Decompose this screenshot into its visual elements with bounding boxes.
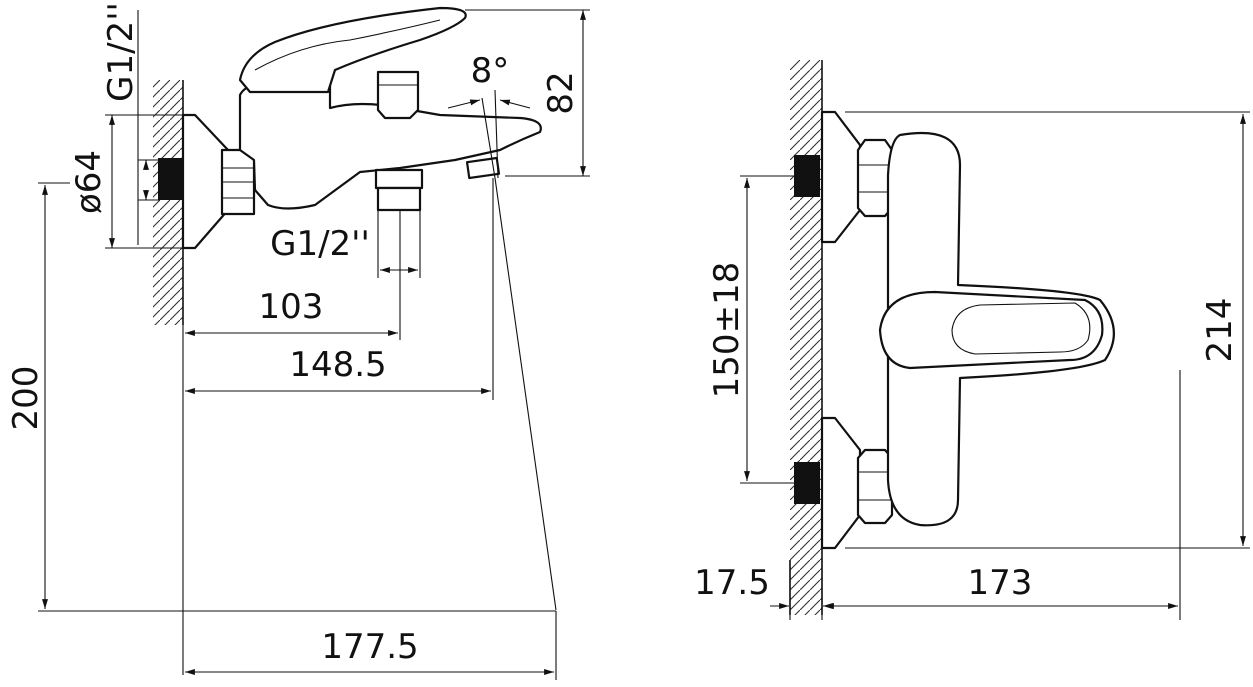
wall-hatch-front — [790, 60, 822, 615]
dim-escutcheon-dia: ø64 — [69, 150, 109, 214]
upper-escutcheon-front — [820, 110, 862, 244]
dim-thread-outlet: G1/2'' — [270, 224, 370, 264]
dim-177: 177.5 — [321, 627, 418, 667]
lever-handle-side — [238, 6, 467, 94]
dim-82: 82 — [541, 71, 581, 114]
diverter-knob-side — [376, 70, 420, 120]
side-view: 82 8° G1/2'' ø64 G1/2'' 103 1 — [6, 2, 590, 680]
dim-214: 214 — [1200, 298, 1240, 363]
lower-escutcheon-front — [820, 416, 862, 550]
lower-nut-front — [856, 448, 894, 525]
dim-103: 103 — [259, 287, 324, 327]
dim-200: 200 — [6, 366, 46, 431]
dim-angle-8: 8° — [471, 51, 510, 91]
shower-outlet-thread — [376, 186, 422, 212]
inlet-thread-side — [158, 158, 183, 200]
front-view: 150±18 214 17.5 173 — [694, 60, 1250, 620]
dim-148: 148.5 — [289, 345, 386, 385]
dim-173: 173 — [968, 563, 1033, 603]
dim-thread-inlet: G1/2'' — [101, 2, 141, 102]
shower-outlet-nut — [374, 168, 424, 190]
dim-centers: 150±18 — [707, 262, 747, 399]
dim-17: 17.5 — [694, 563, 770, 603]
lever-front — [878, 290, 1104, 370]
wall-hatch-side — [153, 80, 183, 325]
